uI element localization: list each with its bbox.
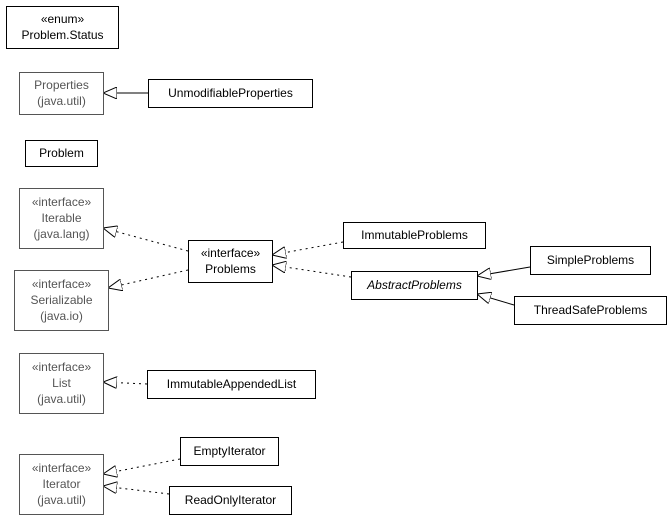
class-box-frame bbox=[514, 296, 667, 325]
edge-thread-safe-problems-to-abstract-problems bbox=[477, 294, 515, 306]
edge-read-only-iterator-to-iterator bbox=[103, 486, 170, 495]
class-box-label: Serializable bbox=[30, 293, 92, 307]
class-box-iterable[interactable]: «interface» Iterable (java.lang) bbox=[19, 188, 104, 249]
class-box-frame bbox=[148, 79, 313, 108]
class-box-label: «interface» bbox=[32, 277, 92, 291]
class-box-label: Properties bbox=[34, 78, 89, 92]
class-box-label: «interface» bbox=[32, 195, 92, 209]
class-box-label: AbstractProblems bbox=[366, 278, 462, 292]
class-box-frame bbox=[19, 353, 104, 414]
class-box-immutable-problems[interactable]: ImmutableProblems bbox=[343, 222, 486, 249]
class-box-label: Iterable bbox=[41, 211, 81, 225]
class-box-frame bbox=[19, 188, 104, 249]
class-box-serializable[interactable]: «interface» Serializable (java.io) bbox=[14, 270, 109, 331]
edge-problems-to-iterable bbox=[103, 228, 189, 252]
class-box-unmodifiable-properties[interactable]: UnmodifiableProperties bbox=[148, 79, 313, 108]
class-box-properties[interactable]: Properties (java.util) bbox=[19, 72, 104, 115]
edge-simple-problems-to-abstract-problems bbox=[477, 266, 531, 276]
class-box-label: «interface» bbox=[32, 360, 92, 374]
class-box-iterator[interactable]: «interface» Iterator (java.util) bbox=[19, 454, 104, 515]
edge-problems-to-serializable bbox=[108, 269, 189, 288]
edges-layer bbox=[103, 93, 531, 495]
class-box-frame bbox=[6, 6, 119, 49]
class-box-label: Iterator bbox=[42, 477, 80, 491]
class-box-label: List bbox=[52, 376, 71, 390]
class-box-label: ImmutableAppendedList bbox=[167, 377, 297, 391]
class-box-immutable-appended-list[interactable]: ImmutableAppendedList bbox=[147, 370, 316, 399]
class-box-label: (java.util) bbox=[37, 94, 86, 108]
class-box-label: SimpleProblems bbox=[547, 253, 634, 267]
class-box-label: «interface» bbox=[32, 461, 92, 475]
edge-immutable-appended-list-to-list bbox=[103, 382, 148, 384]
class-box-label: «enum» bbox=[41, 12, 85, 26]
class-box-label: ImmutableProblems bbox=[361, 228, 468, 242]
edge-abstract-problems-to-problems bbox=[272, 265, 352, 278]
class-box-frame bbox=[19, 72, 104, 115]
class-box-label: EmptyIterator bbox=[193, 444, 265, 458]
edge-empty-iterator-to-iterator bbox=[103, 458, 181, 474]
class-box-label: (java.util) bbox=[37, 392, 86, 406]
class-box-label: UnmodifiableProperties bbox=[168, 86, 293, 100]
class-box-list[interactable]: «interface» List (java.util) bbox=[19, 353, 104, 414]
class-box-label: (java.lang) bbox=[33, 227, 89, 241]
class-box-problem[interactable]: Problem bbox=[25, 140, 98, 167]
class-box-label: Problem.Status bbox=[21, 28, 103, 42]
class-box-label: ReadOnlyIterator bbox=[185, 493, 276, 507]
class-box-problems[interactable]: «interface» Problems bbox=[188, 240, 273, 283]
class-box-frame bbox=[169, 486, 292, 515]
class-box-read-only-iterator[interactable]: ReadOnlyIterator bbox=[169, 486, 292, 515]
class-box-frame bbox=[147, 370, 316, 399]
class-box-thread-safe-problems[interactable]: ThreadSafeProblems bbox=[514, 296, 667, 325]
edge-immutable-problems-to-problems bbox=[272, 241, 344, 255]
class-box-frame bbox=[351, 271, 478, 300]
class-box-frame bbox=[343, 222, 486, 249]
class-box-frame bbox=[180, 437, 279, 466]
class-box-frame bbox=[188, 240, 273, 283]
class-box-label: Problem bbox=[39, 146, 84, 160]
class-box-label: Problems bbox=[205, 262, 256, 276]
class-box-simple-problems[interactable]: SimpleProblems bbox=[530, 246, 651, 275]
class-box-label: ThreadSafeProblems bbox=[534, 303, 647, 317]
class-box-abstract-problems[interactable]: AbstractProblems bbox=[351, 271, 478, 300]
class-box-problem-status[interactable]: «enum» Problem.Status bbox=[6, 6, 119, 49]
class-box-empty-iterator[interactable]: EmptyIterator bbox=[180, 437, 279, 466]
class-box-label: (java.util) bbox=[37, 493, 86, 507]
class-box-frame bbox=[25, 140, 98, 167]
class-box-frame bbox=[19, 454, 104, 515]
class-box-label: (java.io) bbox=[40, 309, 83, 323]
class-box-frame bbox=[14, 270, 109, 331]
class-box-label: «interface» bbox=[201, 246, 261, 260]
class-box-frame bbox=[530, 246, 651, 275]
